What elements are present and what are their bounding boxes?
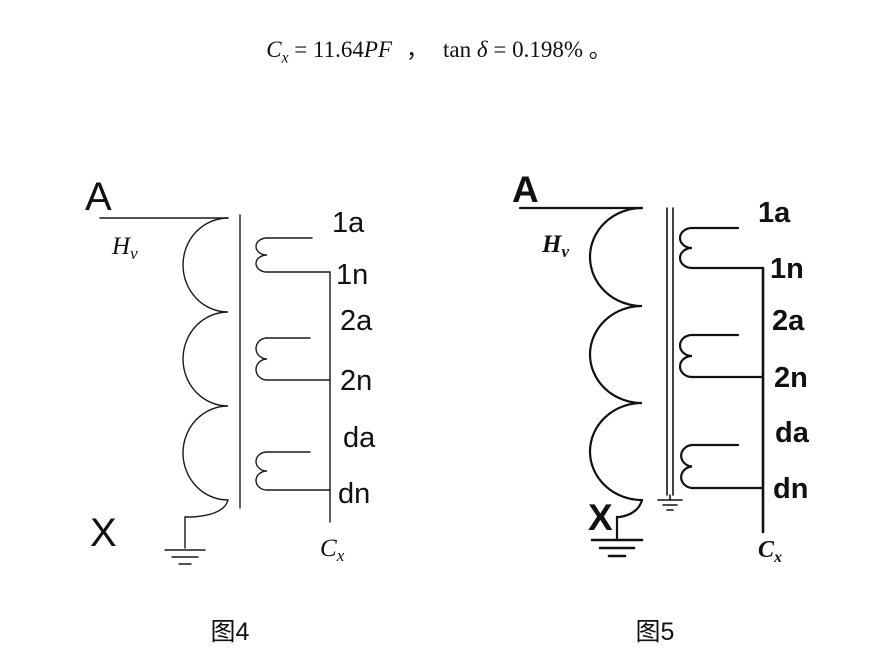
- tap-label-da: da: [343, 422, 376, 454]
- cx-label: Cx: [320, 535, 345, 565]
- tap-label-1a: 1a: [332, 207, 365, 239]
- formula-equals-value: = 11.64: [288, 37, 364, 62]
- primary-winding: [182, 217, 229, 501]
- formula-pf-unit: PF: [363, 37, 393, 62]
- formula-line: Cx = 11.64PF ， tan δ = 0.198% 。: [0, 30, 878, 68]
- hv-label: Hv: [541, 231, 569, 261]
- figure4-diagram: A Hv X 1a 1n 2a 2n da dn Cx: [85, 175, 376, 565]
- figure5-diagram: A Hv X 1a 1n 2a 2n da dn Cx: [512, 169, 810, 566]
- formula-tan-value: = 0.198%: [487, 37, 583, 62]
- secondary-winding-3: [680, 443, 694, 490]
- terminal-x-label: X: [90, 511, 117, 555]
- figure4-linework: [99, 214, 331, 565]
- ground-icon: [164, 549, 206, 565]
- formula-tan: tan: [443, 37, 472, 62]
- terminal-x-label: X: [588, 497, 613, 538]
- tap-label-1n: 1n: [336, 259, 368, 291]
- formula-c-subscript: x: [281, 49, 289, 67]
- terminal-a-label: A: [85, 175, 112, 219]
- secondary-winding-3: [255, 451, 268, 491]
- tap-label-2a: 2a: [772, 305, 805, 337]
- secondary-winding-2: [678, 333, 694, 379]
- figure4-caption: 图4: [210, 618, 250, 646]
- formula-period: 。: [588, 37, 612, 62]
- tap-label-da: da: [775, 417, 810, 449]
- tap-label-1a: 1a: [758, 197, 791, 229]
- ground-lead: [615, 498, 644, 540]
- terminal-a-label: A: [512, 169, 539, 210]
- cx-label: Cx: [758, 537, 782, 566]
- secondary-winding-2: [255, 337, 268, 381]
- tap-label-dn: dn: [338, 478, 370, 510]
- tap-label-1n: 1n: [770, 253, 804, 285]
- ground-lead: [184, 499, 229, 549]
- primary-winding: [588, 206, 644, 502]
- tap-label-dn: dn: [773, 473, 808, 505]
- tap-label-2n: 2n: [774, 362, 808, 394]
- formula-delta: δ: [476, 37, 488, 62]
- formula-c-symbol: C: [266, 37, 282, 62]
- secondary-winding-1: [678, 226, 694, 270]
- formula-comma: ，: [406, 37, 430, 62]
- hv-label: Hv: [111, 233, 138, 263]
- core-ground-icon: [657, 494, 683, 511]
- tap-label-2a: 2a: [340, 305, 373, 337]
- figure5-linework: [518, 206, 765, 558]
- ground-icon: [590, 538, 644, 558]
- tap-label-2n: 2n: [340, 365, 372, 397]
- secondary-winding-1: [255, 237, 268, 273]
- figure5-caption: 图5: [635, 618, 675, 646]
